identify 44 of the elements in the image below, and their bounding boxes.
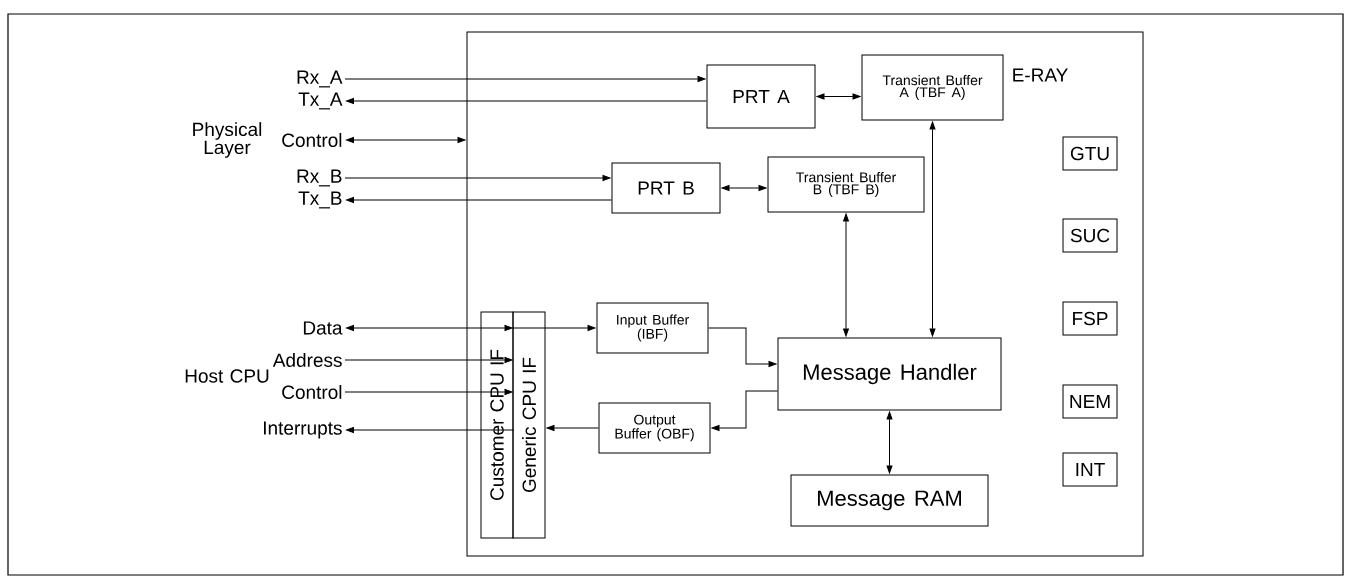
block-box: Message Handler xyxy=(777,337,1002,411)
signal-label: Rx_B xyxy=(297,169,342,187)
block-box: FSP xyxy=(1062,301,1118,336)
group-label: Host CPU xyxy=(185,369,269,383)
arrow xyxy=(708,327,777,367)
block-box: PRT A xyxy=(706,64,816,129)
arrow xyxy=(344,389,513,395)
block-box: NEM xyxy=(1062,384,1118,419)
arrow xyxy=(711,390,778,431)
signal-label: Interrupts xyxy=(264,421,342,439)
block-box: Message RAM xyxy=(790,474,989,527)
block-box: Output Buffer (OBF) xyxy=(598,402,711,454)
arrow xyxy=(344,76,706,82)
group-label: Physical Layer xyxy=(193,122,262,158)
block-box: Input Buffer (IBF) xyxy=(596,302,709,354)
block-box: INT xyxy=(1062,452,1118,487)
arrow xyxy=(886,411,893,474)
block-box: GTU xyxy=(1062,136,1118,171)
signal-label: Control xyxy=(282,133,342,147)
arrow xyxy=(346,427,514,433)
signal-label: Rx_A xyxy=(297,70,343,88)
arrow xyxy=(843,213,849,337)
signal-label: Control xyxy=(282,385,342,399)
arrow xyxy=(816,93,861,100)
arrow xyxy=(344,175,611,181)
arrow xyxy=(344,357,513,363)
signal-label: Data xyxy=(303,321,343,335)
arrow xyxy=(512,325,596,331)
arrow xyxy=(346,98,707,104)
signal-label: Tx_B xyxy=(298,191,342,209)
block-box: Transient Buffer A (TBF A) xyxy=(861,54,1004,121)
arrow xyxy=(929,121,936,337)
signal-label: Address xyxy=(272,353,342,367)
block-box: Transient Buffer B (TBF B) xyxy=(767,156,925,213)
block-box: SUC xyxy=(1062,218,1118,253)
interface-box: Customer CPU IF xyxy=(480,311,514,539)
arrow xyxy=(721,185,767,191)
signal-label: Tx_A xyxy=(298,92,343,110)
arrow xyxy=(346,325,513,331)
interface-box: Generic CPU IF xyxy=(512,311,546,539)
block-box: PRT B xyxy=(611,162,721,214)
arrow xyxy=(346,197,612,203)
arrow xyxy=(346,137,466,143)
arrow xyxy=(546,425,599,431)
